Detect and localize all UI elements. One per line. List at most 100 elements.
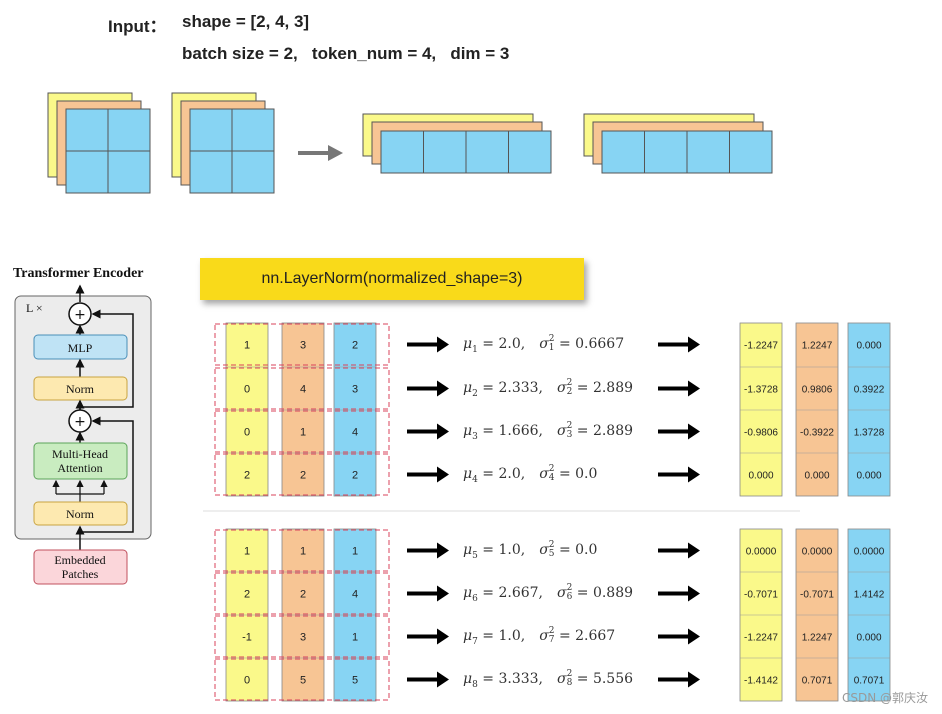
input-value: 1 xyxy=(352,632,358,644)
input-value: 2 xyxy=(300,589,306,601)
right-arrow-icon xyxy=(658,671,700,688)
mha-label-2: Attention xyxy=(57,461,102,475)
token-row-box xyxy=(214,529,390,572)
token-row-box xyxy=(214,410,390,453)
output-value: -0.3922 xyxy=(800,428,834,439)
output-value: -1.3728 xyxy=(744,385,778,396)
input-value: 0 xyxy=(244,427,250,439)
repeat-label: L × xyxy=(26,301,43,315)
output-value: 0.0000 xyxy=(802,547,833,558)
output-value: 0.000 xyxy=(856,633,881,644)
right-arrow-icon xyxy=(658,380,700,397)
output-value: 1.3728 xyxy=(854,428,885,439)
output-value: -0.9806 xyxy=(744,428,778,439)
transformer-encoder-diagram: L × + MLP Norm + Multi-Head Attention No… xyxy=(14,284,152,585)
output-value: 1.2247 xyxy=(802,633,833,644)
token-row-box xyxy=(214,658,390,701)
params-text: batch size = 2, token_num = 4, dim = 3 xyxy=(182,44,510,63)
plus-symbol-2: + xyxy=(74,414,86,430)
input-value: 4 xyxy=(352,427,358,439)
output-value: 1.4142 xyxy=(854,590,885,601)
encoder-title: Transformer Encoder xyxy=(13,266,144,281)
right-arrow-icon xyxy=(407,671,449,688)
token-row-box xyxy=(214,453,390,496)
stacked-row-1 xyxy=(362,113,552,174)
right-arrow-icon xyxy=(407,380,449,397)
output-value: 1.2247 xyxy=(802,341,833,352)
token-row-box xyxy=(214,572,390,615)
input-value: 0 xyxy=(244,384,250,396)
right-arrow-icon xyxy=(658,585,700,602)
output-column-1-1 xyxy=(739,322,783,497)
norm-block-lower xyxy=(33,501,128,526)
input-value: 4 xyxy=(300,384,306,396)
right-arrow-icon xyxy=(658,336,700,353)
output-value: 0.0000 xyxy=(746,547,777,558)
input-value: 1 xyxy=(300,427,306,439)
token-row-box xyxy=(214,615,390,658)
layernorm-title: nn.LayerNorm(normalized_shape=3) xyxy=(261,270,523,287)
stacked-matrix-1 xyxy=(47,92,151,194)
output-value: 0.3922 xyxy=(854,385,885,396)
right-arrow-icon xyxy=(407,336,449,353)
mlp-label: MLP xyxy=(68,341,93,355)
output-value: 0.000 xyxy=(804,471,829,482)
input-value: 1 xyxy=(244,546,250,558)
reshape-arrow-icon xyxy=(298,145,343,161)
embed-label-2: Patches xyxy=(62,567,99,581)
input-value: 2 xyxy=(352,470,358,482)
input-value: 0 xyxy=(244,675,250,687)
input-value: 3 xyxy=(352,384,358,396)
plus-symbol: + xyxy=(74,307,86,323)
shape-text: shape = [2, 4, 3] xyxy=(182,12,310,31)
right-arrow-icon xyxy=(407,423,449,440)
right-arrow-icon xyxy=(407,466,449,483)
right-arrow-icon xyxy=(658,542,700,559)
output-value: 0.9806 xyxy=(802,385,833,396)
input-value: 5 xyxy=(352,675,358,687)
input-value: -1 xyxy=(242,632,252,644)
output-value: 0.7071 xyxy=(802,676,833,687)
stacked-row-2 xyxy=(583,113,773,174)
right-arrow-icon xyxy=(407,542,449,559)
output-value: -0.7071 xyxy=(800,590,834,601)
right-arrow-icon xyxy=(658,466,700,483)
norm-label-upper: Norm xyxy=(66,382,95,396)
input-value: 1 xyxy=(300,546,306,558)
input-value: 4 xyxy=(352,589,358,601)
right-arrow-icon xyxy=(407,585,449,602)
output-value: 0.7071 xyxy=(854,676,885,687)
output-value: -1.4142 xyxy=(744,676,778,687)
output-value: 0.000 xyxy=(856,471,881,482)
input-value: 5 xyxy=(300,675,306,687)
input-value: 2 xyxy=(352,340,358,352)
input-value: 2 xyxy=(244,589,250,601)
input-value: 3 xyxy=(300,340,306,352)
output-value: 0.000 xyxy=(856,341,881,352)
input-value: 1 xyxy=(352,546,358,558)
embed-label-1: Embedded xyxy=(54,553,105,567)
right-arrow-icon xyxy=(658,423,700,440)
output-value: -0.7071 xyxy=(744,590,778,601)
output-value: -1.2247 xyxy=(744,633,778,644)
right-arrow-icon xyxy=(407,628,449,645)
token-row-box xyxy=(214,367,390,410)
token-row-box xyxy=(214,323,390,366)
right-arrow-icon xyxy=(658,628,700,645)
input-value: 1 xyxy=(244,340,250,352)
multi-head-attention-block xyxy=(33,442,128,480)
tensor-reshape-illustration xyxy=(47,92,773,194)
mha-label-1: Multi-Head xyxy=(52,447,108,461)
norm-label-lower: Norm xyxy=(66,507,95,521)
embedded-patches-block xyxy=(33,549,128,585)
